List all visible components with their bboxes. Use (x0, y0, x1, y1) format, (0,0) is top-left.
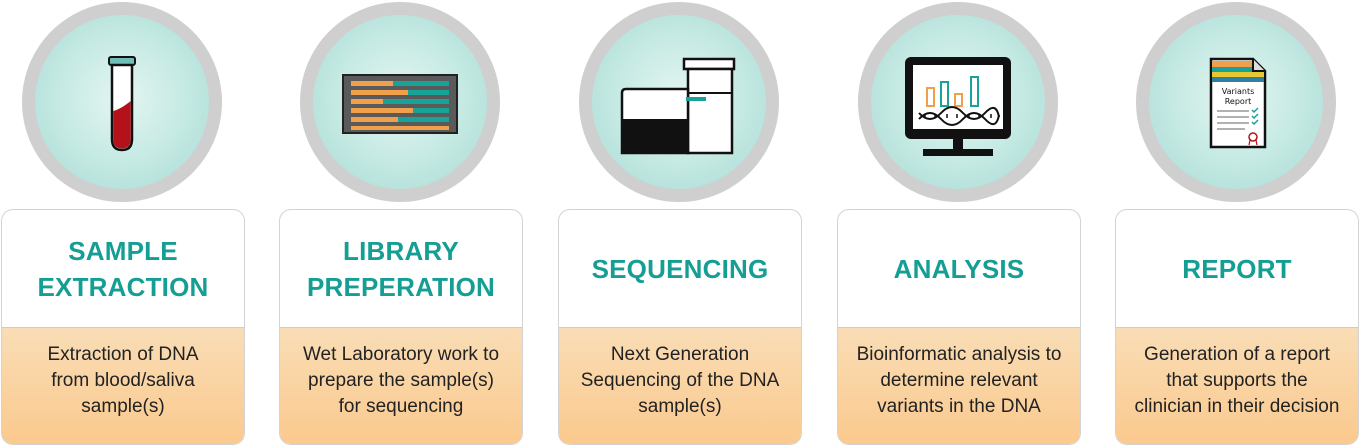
icon-circle (579, 2, 779, 202)
step-description: Extraction of DNA from blood/saliva samp… (2, 328, 244, 444)
step-report: Variants Report REPORT Generation of a r… (1115, 0, 1361, 448)
report-icon-text-report: Report (1225, 97, 1252, 106)
step-library-preperation: LIBRARY PREPERATION Wet Laboratory work … (279, 0, 525, 448)
step-title: SEQUENCING (559, 210, 801, 328)
monitor-dna-icon (905, 57, 1011, 156)
step-sample-extraction: SAMPLE EXTRACTION Extraction of DNA from… (1, 0, 247, 448)
step-title: ANALYSIS (838, 210, 1080, 328)
step-title: LIBRARY PREPERATION (280, 210, 522, 328)
step-description: Next Generation Sequencing of the DNA sa… (559, 328, 801, 444)
flow-cell-icon (342, 74, 458, 134)
icon-circle (22, 2, 222, 202)
report-icon-text-variants: Variants (1222, 87, 1255, 96)
step-description: Generation of a report that supports the… (1116, 328, 1358, 444)
step-description: Bioinformatic analysis to determine rele… (838, 328, 1080, 444)
sequencer-icon (620, 57, 736, 155)
test-tube-icon (108, 56, 136, 152)
variants-report-icon: Variants Report (1209, 57, 1267, 149)
icon-circle (858, 2, 1058, 202)
icon-circle: Variants Report (1136, 2, 1336, 202)
step-analysis: ANALYSIS Bioinformatic analysis to deter… (837, 0, 1083, 448)
step-description: Wet Laboratory work to prepare the sampl… (280, 328, 522, 444)
step-card: REPORT Generation of a report that suppo… (1115, 209, 1359, 445)
step-title: SAMPLE EXTRACTION (2, 210, 244, 328)
step-card: SAMPLE EXTRACTION Extraction of DNA from… (1, 209, 245, 445)
step-card: SEQUENCING Next Generation Sequencing of… (558, 209, 802, 445)
step-title: REPORT (1116, 210, 1358, 328)
step-card: ANALYSIS Bioinformatic analysis to deter… (837, 209, 1081, 445)
step-sequencing: SEQUENCING Next Generation Sequencing of… (558, 0, 804, 448)
step-card: LIBRARY PREPERATION Wet Laboratory work … (279, 209, 523, 445)
icon-circle (300, 2, 500, 202)
